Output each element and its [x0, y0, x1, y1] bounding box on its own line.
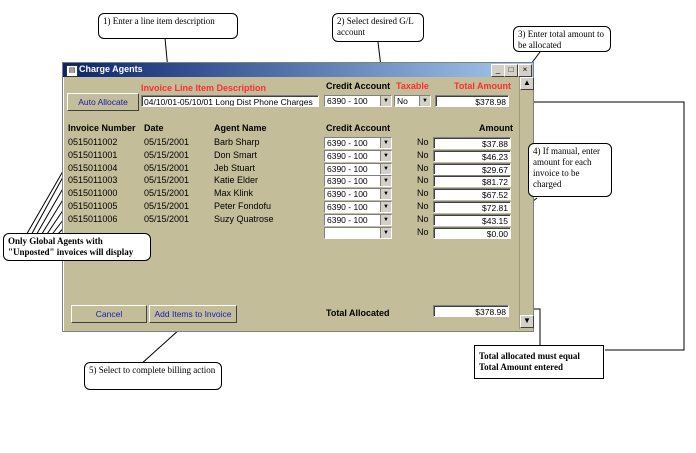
invoice-date: 05/15/2001	[144, 188, 190, 199]
row-taxable: No	[417, 188, 429, 199]
vertical-scrollbar[interactable]: ▲ ▼	[519, 77, 534, 329]
invoice-number: 0515011000	[68, 188, 118, 199]
credit-account-select[interactable]: 6390 - 100 ▼	[324, 95, 392, 107]
invoice-number: 0515011001	[68, 149, 118, 160]
title-bar: ▤ Charge Agents _ □ ×	[63, 63, 533, 77]
row-credit-account-value: 6390 - 100	[327, 176, 368, 187]
close-icon[interactable]: ×	[518, 64, 532, 77]
total-allocated-value: $378.98	[433, 305, 509, 317]
chevron-down-icon[interactable]: ▼	[380, 214, 391, 225]
chevron-down-icon[interactable]: ▼	[380, 176, 391, 187]
invoice-date: 05/15/2001	[144, 201, 190, 211]
agent-name: Jeb Stuart	[214, 162, 256, 173]
row-credit-account-select[interactable]: 6390 - 100 ▼	[324, 162, 392, 175]
row-credit-account-select[interactable]: 6390 - 100 ▼	[324, 149, 392, 162]
agent-name: Barb Sharp	[214, 137, 260, 147]
chevron-down-icon[interactable]: ▼	[380, 138, 391, 148]
chevron-down-icon[interactable]: ▼	[419, 96, 430, 106]
chevron-down-icon[interactable]: ▼	[380, 163, 391, 174]
row-credit-account-select[interactable]: 6390 - 100 ▼	[324, 188, 392, 201]
agent-name: Katie Elder	[214, 175, 259, 186]
agent-name: Max Klink	[214, 188, 254, 199]
taxable-select[interactable]: No ▼	[394, 95, 431, 107]
row-taxable: No	[417, 149, 429, 160]
row-credit-account-select[interactable]: 6390 - 100 ▼	[324, 137, 392, 149]
invoice-date: 05/15/2001	[144, 149, 190, 160]
charge-agents-window: ▤ Charge Agents _ □ × Invoice Line Item …	[62, 62, 534, 332]
callout-step-1: 1) Enter a line item description	[98, 13, 238, 39]
row-amount-input[interactable]: $43.15	[433, 213, 511, 226]
total-amount-input[interactable]: $378.98	[435, 95, 509, 107]
cancel-button[interactable]: Cancel	[71, 305, 147, 323]
row-taxable: No	[417, 213, 429, 224]
scroll-down-icon[interactable]: ▼	[520, 315, 534, 328]
invoice-number: 0515011005	[68, 201, 118, 211]
row-amount-input[interactable]: $0.00	[433, 226, 511, 239]
total-allocated-label: Total Allocated	[326, 308, 390, 318]
row-taxable: No	[417, 201, 429, 211]
chevron-down-icon[interactable]: ▼	[380, 189, 391, 200]
row-credit-account-value: 6390 - 100	[327, 138, 368, 148]
minimize-icon[interactable]: _	[491, 64, 505, 77]
invoice-number: 0515011006	[68, 213, 118, 224]
agent-name: Suzy Quatrose	[214, 213, 274, 224]
app-icon: ▤	[66, 65, 78, 77]
chevron-down-icon[interactable]: ▼	[380, 150, 391, 161]
window-title: Charge Agents	[79, 64, 143, 74]
row-taxable: No	[417, 137, 429, 147]
agent-name: Peter Fondofu	[214, 201, 272, 211]
chevron-down-icon[interactable]: ▼	[380, 96, 391, 106]
maximize-icon[interactable]: □	[504, 64, 518, 77]
auto-allocate-button[interactable]: Auto Allocate	[67, 93, 139, 111]
credit-account-header-label: Credit Account	[326, 81, 391, 91]
invoice-number: 0515011003	[68, 175, 118, 186]
invoice-date: 05/15/2001	[144, 213, 190, 224]
row-credit-account-value: 6390 - 100	[327, 214, 368, 225]
row-amount-input[interactable]: $29.67	[433, 162, 511, 175]
row-credit-account-select[interactable]: 6390 - 100 ▼	[324, 213, 392, 226]
col-agent-name: Agent Name	[214, 123, 267, 133]
invoice-date: 05/15/2001	[144, 175, 190, 186]
scroll-up-icon[interactable]: ▲	[520, 77, 534, 90]
callout-step-3: 3) Enter total amount to be allocated	[513, 26, 611, 52]
row-amount-input[interactable]: $37.88	[433, 137, 511, 149]
col-credit-account: Credit Account	[326, 123, 391, 133]
row-credit-account-value: 6390 - 100	[327, 202, 368, 212]
row-credit-account-select[interactable]: ▼	[324, 226, 392, 239]
callout-step-2: 2) Select desired G/L account	[332, 13, 424, 42]
row-credit-account-value: 6390 - 100	[327, 163, 368, 174]
agent-name: Don Smart	[214, 149, 258, 160]
row-credit-account-value: 6390 - 100	[327, 189, 368, 200]
row-credit-account-value: 6390 - 100	[327, 150, 368, 161]
callout-total-must-equal: Total allocated must equal Total Amount …	[474, 345, 604, 379]
add-items-to-invoice-button[interactable]: Add Items to Invoice	[149, 305, 237, 323]
description-input[interactable]: 04/10/01-05/10/01 Long Dist Phone Charge…	[141, 95, 319, 107]
col-amount: Amount	[479, 123, 513, 133]
invoice-number: 0515011002	[68, 137, 118, 147]
callout-global-agents: Only Global Agents with "Unposted" invoi…	[3, 233, 151, 261]
col-date: Date	[144, 123, 164, 133]
row-credit-account-select[interactable]: 6390 - 100 ▼	[324, 201, 392, 213]
chevron-down-icon[interactable]: ▼	[380, 227, 391, 238]
row-credit-account-select[interactable]: 6390 - 100 ▼	[324, 175, 392, 188]
total-amount-label: Total Amount	[454, 81, 511, 91]
invoice-number: 0515011004	[68, 162, 118, 173]
row-amount-input[interactable]: $72.81	[433, 201, 511, 213]
invoice-date: 05/15/2001	[144, 162, 190, 173]
invoice-date: 05/15/2001	[144, 137, 190, 147]
callout-step-4: 4) If manual, enter amount for each invo…	[528, 143, 612, 197]
chevron-down-icon[interactable]: ▼	[380, 202, 391, 212]
row-taxable: No	[417, 226, 429, 237]
row-amount-input[interactable]: $46.23	[433, 149, 511, 162]
row-taxable: No	[417, 175, 429, 186]
description-label: Invoice Line Item Description	[141, 83, 267, 93]
col-invoice-number: Invoice Number	[68, 123, 136, 133]
callout-step-5: 5) Select to complete billing action	[84, 362, 222, 390]
row-amount-input[interactable]: $81.72	[433, 175, 511, 188]
row-taxable: No	[417, 162, 429, 173]
credit-account-value: 6390 - 100	[327, 96, 368, 106]
taxable-label: Taxable	[396, 81, 429, 91]
taxable-value: No	[397, 96, 408, 106]
row-amount-input[interactable]: $67.52	[433, 188, 511, 201]
